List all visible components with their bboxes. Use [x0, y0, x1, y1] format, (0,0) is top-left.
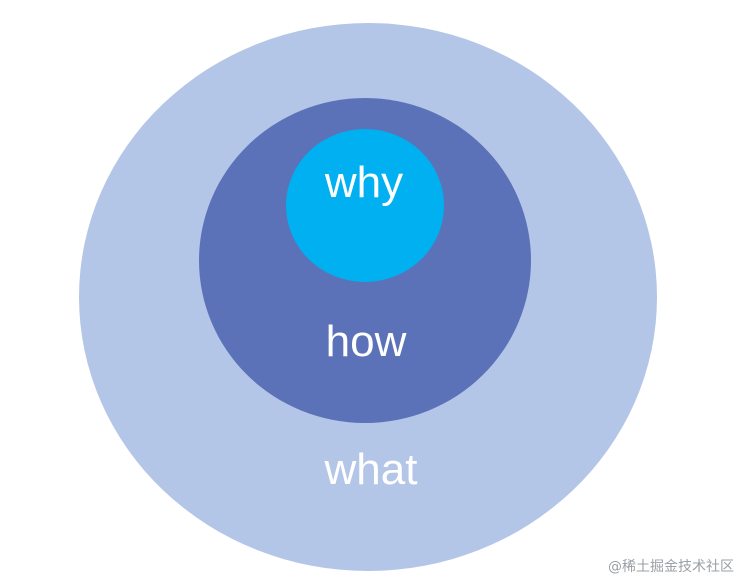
how-label: how — [325, 317, 407, 366]
what-label: what — [324, 445, 418, 494]
watermark-text: @稀土掘金技术社区 — [608, 559, 734, 575]
why-label: why — [324, 158, 404, 207]
why-circle — [286, 129, 444, 282]
